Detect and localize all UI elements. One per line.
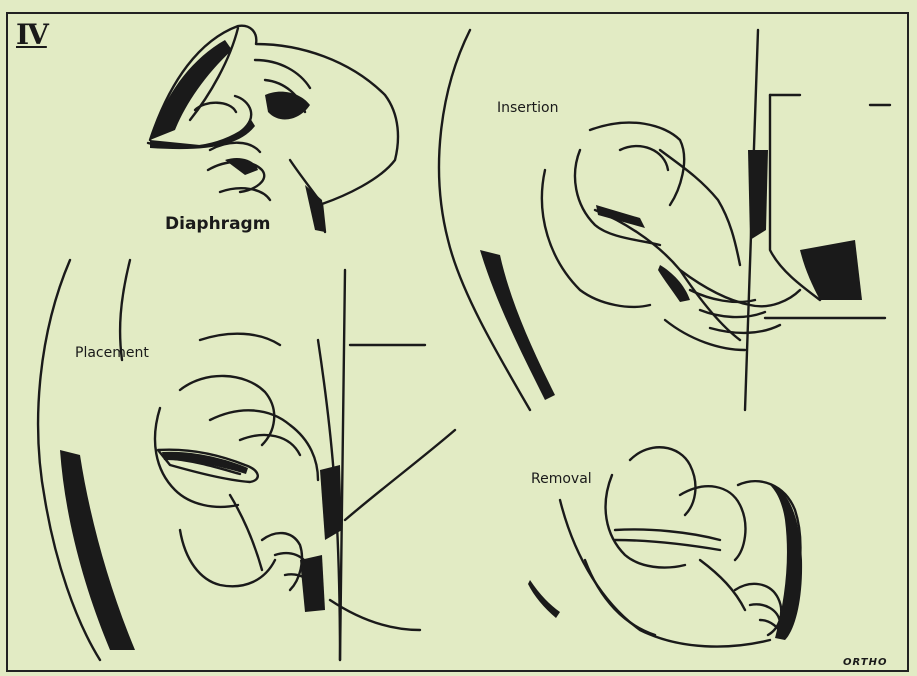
placement-shading <box>60 450 342 650</box>
diaphragm-shading <box>150 40 325 232</box>
placement-label: Placement <box>75 345 149 361</box>
credit-signature: ORTHO <box>843 657 887 668</box>
insertion-drawing <box>439 30 890 410</box>
removal-label: Removal <box>531 471 592 487</box>
diaphragm-title: Diaphragm <box>165 214 270 234</box>
diaphragm-in-hand-drawing <box>148 26 398 232</box>
plate-number: IV <box>16 18 47 51</box>
removal-shading <box>528 485 802 640</box>
removal-drawing <box>560 447 800 646</box>
insertion-shading <box>480 150 862 400</box>
insertion-label: Insertion <box>497 100 558 116</box>
